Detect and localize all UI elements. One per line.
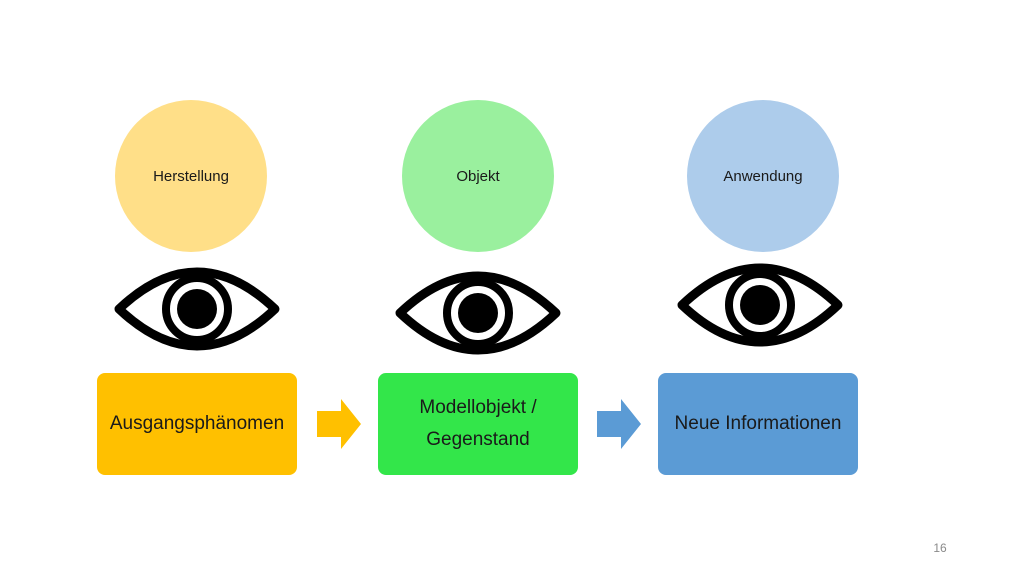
box-ausgangsphaenomen: Ausgangsphänomen xyxy=(97,373,297,475)
eye-icon xyxy=(114,267,280,351)
eye-icon xyxy=(395,271,561,355)
circle-label: Anwendung xyxy=(723,167,803,185)
circle-herstellung: Herstellung xyxy=(115,100,267,252)
box-modellobjekt: Modellobjekt / Gegenstand xyxy=(378,373,578,475)
box-label: Neue Informationen xyxy=(674,413,842,434)
circle-label: Objekt xyxy=(456,167,500,185)
page-number: 16 xyxy=(933,541,947,555)
box-label-line: Modellobjekt / xyxy=(419,397,537,418)
box-label-line: Gegenstand xyxy=(426,429,530,450)
circle-anwendung: Anwendung xyxy=(687,100,839,252)
box-neue-informationen: Neue Informationen xyxy=(658,373,858,475)
arrow-right-icon xyxy=(317,399,361,449)
circle-objekt: Objekt xyxy=(402,100,554,252)
box-label: Modellobjekt / Gegenstand xyxy=(419,392,536,456)
box-label: Ausgangsphänomen xyxy=(109,413,285,434)
circle-label: Herstellung xyxy=(153,167,229,185)
arrow-right-icon xyxy=(597,399,641,449)
eye-icon xyxy=(677,263,843,347)
